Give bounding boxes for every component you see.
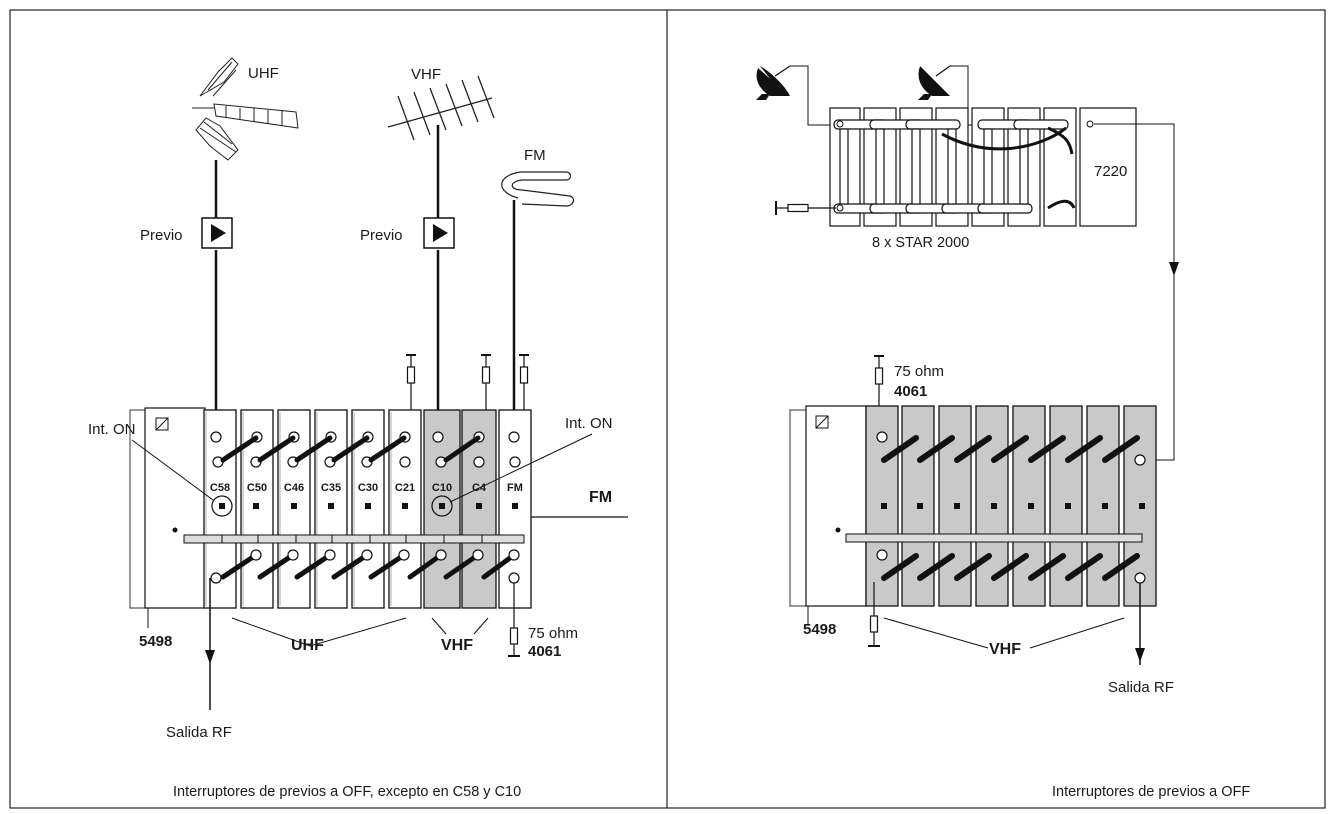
uhf-group-label: UHF — [291, 637, 324, 654]
bus-bar — [183, 534, 525, 544]
bus-bar — [845, 533, 1143, 543]
switch-model-label: 7220 — [1094, 163, 1127, 180]
vhf-antenna-label: VHF — [411, 66, 441, 83]
uhf-preamp-label: Previo — [140, 227, 183, 244]
fm-output-label: FM — [589, 489, 612, 506]
vhf-preamp-label: Previo — [360, 227, 403, 244]
left-panel: UHF VHF FM Previo Previo — [88, 57, 628, 800]
vhf-group-bracket — [1029, 617, 1125, 649]
module-label: C50 — [247, 482, 267, 494]
switch-right-label: Int. ON — [565, 415, 613, 432]
multiswitch-unit — [829, 107, 1137, 227]
jumper-straps — [881, 435, 1140, 581]
terminator-icon — [480, 354, 492, 384]
terminator-value: 75 ohm — [528, 625, 578, 642]
vhf-group-bracket — [473, 617, 489, 635]
switch-on-indicator-icon — [431, 495, 453, 517]
vhf-preamp-triangle-icon — [433, 224, 448, 242]
right-footnote: Interruptores de previos a OFF — [1052, 784, 1250, 800]
rf-output-label: Salida RF — [166, 724, 232, 741]
terminator-icon — [869, 615, 879, 633]
terminator-code: 4061 — [528, 643, 561, 660]
uhf-antenna-label: UHF — [248, 65, 279, 82]
power-supply-code: 5498 — [803, 621, 836, 638]
vhf-group-label: VHF — [441, 637, 473, 654]
module-label: C46 — [284, 482, 304, 494]
uhf-group-bracket — [231, 617, 407, 647]
uhf-preamp-triangle-icon — [211, 224, 226, 242]
terminator-code: 4061 — [894, 383, 927, 400]
terminator-icon — [509, 627, 519, 645]
module-label: C10 — [432, 482, 452, 494]
if-signal-line — [1094, 123, 1175, 461]
signal-arrow-icon — [1169, 262, 1179, 276]
module-label: C21 — [395, 482, 415, 494]
satellite-dish-icon — [756, 65, 791, 100]
power-supply-unit — [789, 405, 867, 607]
vhf-antenna-icon — [387, 75, 495, 141]
switch-7220-box — [1079, 107, 1137, 227]
right-panel: 7220 8 x STAR 2000 75 ohm 4061 5498 — [756, 65, 1250, 800]
switch-on-indicator-icon — [211, 495, 233, 517]
module-label: C35 — [321, 482, 341, 494]
module-row: C58 C50 C46 C35 C30 — [203, 409, 532, 609]
fm-antenna-icon — [501, 171, 575, 207]
terminator-icon — [405, 354, 417, 384]
terminator-value: 75 ohm — [894, 363, 944, 380]
switch-left-label: Int. ON — [88, 421, 136, 438]
rf-output-label: Salida RF — [1108, 679, 1174, 696]
module-label: FM — [507, 482, 523, 494]
rf-output-arrow-icon — [1135, 648, 1145, 662]
jumper-straps — [220, 435, 517, 580]
power-supply-code: 5498 — [139, 633, 172, 650]
multiswitch-label: 8 x STAR 2000 — [872, 235, 969, 251]
terminator-icon — [518, 354, 530, 384]
satellite-dish-icon — [918, 65, 951, 100]
terminator-icon — [874, 367, 884, 385]
module-label: C30 — [358, 482, 378, 494]
left-footnote: Interruptores de previos a OFF, excepto … — [173, 784, 521, 800]
uhf-antenna-icon — [192, 57, 299, 161]
terminator-icon — [787, 203, 809, 213]
rf-output-arrow-icon — [205, 650, 215, 664]
power-supply-unit — [129, 407, 206, 609]
fm-antenna-label: FM — [524, 147, 546, 164]
module-label: C58 — [210, 482, 230, 494]
vhf-group-label: VHF — [989, 641, 1021, 658]
